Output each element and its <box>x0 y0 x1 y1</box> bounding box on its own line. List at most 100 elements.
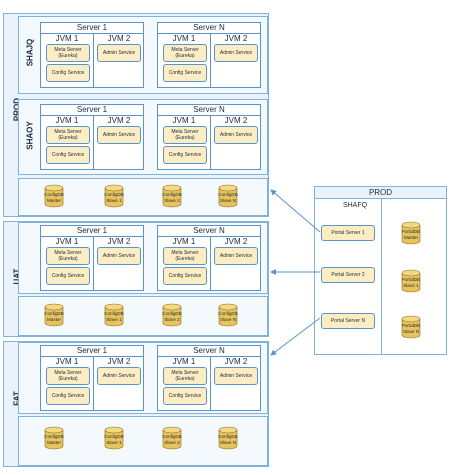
database-role: Slave N <box>219 198 237 203</box>
meta-server-box[interactable]: Meta Server (Eureka) <box>46 44 90 62</box>
cylinder-shape <box>401 269 421 293</box>
config-service-box[interactable]: Config Service <box>163 387 207 405</box>
server-title: Server N <box>193 346 225 355</box>
config-service-box[interactable]: Config Service <box>163 146 207 164</box>
database-role: Slave 2 <box>164 440 180 445</box>
portal-title-bar <box>315 187 446 199</box>
database-role: Master <box>403 235 419 240</box>
config-service-box[interactable]: Config Service <box>46 387 90 405</box>
database-name: ConfigDB <box>218 434 238 439</box>
cylinder-shape <box>44 303 64 327</box>
config-service-box[interactable]: Config Service <box>46 267 90 285</box>
meta-server-box[interactable]: Meta Server (Eureka) <box>163 247 207 265</box>
portal-title: PROD <box>368 188 393 197</box>
server-box: Server N JVM 1 JVM 2 Meta Server (Eureka) Ad… <box>157 22 261 88</box>
jvm-title: JVM 2 <box>224 237 248 246</box>
admin-service-box[interactable]: Admin Service <box>214 367 258 385</box>
jvm-title: JVM 2 <box>107 116 131 125</box>
admin-service-box[interactable]: Admin Service <box>214 44 258 62</box>
portal-region-label: SHAFQ <box>342 202 368 209</box>
database-name: ConfigDB <box>162 311 182 316</box>
connector-arrow <box>270 317 321 356</box>
jvm-title: JVM 1 <box>172 357 196 366</box>
server-divider <box>158 356 260 357</box>
meta-server-box[interactable]: Meta Server (Eureka) <box>163 44 207 62</box>
cylinder-shape <box>401 221 421 245</box>
region-label-shajq: SHAJQ <box>25 38 35 67</box>
config-service-box[interactable]: Config Service <box>46 64 90 82</box>
jvm-divider <box>210 236 211 290</box>
cylinder-shape <box>162 184 182 208</box>
jvm-title: JVM 2 <box>224 116 248 125</box>
database-role: Slave 2 <box>164 198 180 203</box>
server-divider <box>41 356 143 357</box>
admin-service-box[interactable]: Admin Service <box>97 126 141 144</box>
database-name: ConfigDB <box>104 434 124 439</box>
database-role: Slave 2 <box>164 317 180 322</box>
cylinder-shape <box>104 303 124 327</box>
server-divider <box>41 115 143 116</box>
server-divider <box>158 115 260 116</box>
server-divider <box>158 236 260 237</box>
admin-service-box[interactable]: Admin Service <box>97 367 141 385</box>
admin-service-box[interactable]: Admin Service <box>214 126 258 144</box>
meta-server-box[interactable]: Meta Server (Eureka) <box>46 367 90 385</box>
jvm-title: JVM 1 <box>172 34 196 43</box>
config-service-box[interactable]: Config Service <box>163 64 207 82</box>
jvm-title: JVM 2 <box>107 34 131 43</box>
portal-server-box[interactable]: Portal Server N <box>321 313 375 329</box>
database-role: Master <box>46 440 62 445</box>
jvm-divider <box>210 115 211 169</box>
meta-server-box[interactable]: Meta Server (Eureka) <box>46 126 90 144</box>
meta-server-box[interactable]: Meta Server (Eureka) <box>163 367 207 385</box>
database-role: Slave N <box>219 317 237 322</box>
portal-server-box[interactable]: Portal Server 1 <box>321 225 375 241</box>
server-title: Server 1 <box>76 226 108 235</box>
database-role: Slave 1 <box>106 317 122 322</box>
cylinder-shape <box>162 303 182 327</box>
jvm-title: JVM 2 <box>107 237 131 246</box>
database-role: Slave N <box>219 440 237 445</box>
portal-divider <box>381 199 382 354</box>
database-role: Slave 1 <box>106 440 122 445</box>
database-name: ConfigDB <box>104 192 124 197</box>
config-service-box[interactable]: Config Service <box>46 146 90 164</box>
jvm-divider <box>93 236 94 290</box>
jvm-divider <box>93 33 94 87</box>
jvm-title: JVM 2 <box>224 34 248 43</box>
admin-service-box[interactable]: Admin Service <box>214 247 258 265</box>
database-role: Master <box>46 317 62 322</box>
cylinder-shape <box>104 426 124 450</box>
database-role: Slave 1 <box>403 283 419 288</box>
jvm-divider <box>93 115 94 169</box>
portal-server-box[interactable]: Portal Server 2 <box>321 267 375 283</box>
database-name: ConfigDB <box>44 311 64 316</box>
server-title: Server 1 <box>76 346 108 355</box>
admin-service-box[interactable]: Admin Service <box>97 44 141 62</box>
meta-server-box[interactable]: Meta Server (Eureka) <box>163 126 207 144</box>
config-service-box[interactable]: Config Service <box>163 267 207 285</box>
server-divider <box>158 33 260 34</box>
jvm-divider <box>210 356 211 410</box>
region-label-shaoy: SHAOY <box>25 121 35 150</box>
server-title: Server N <box>193 23 225 32</box>
database-name: ConfigDB <box>218 311 238 316</box>
meta-server-box[interactable]: Meta Server (Eureka) <box>46 247 90 265</box>
cylinder-shape <box>218 303 238 327</box>
admin-service-box[interactable]: Admin Service <box>97 247 141 265</box>
